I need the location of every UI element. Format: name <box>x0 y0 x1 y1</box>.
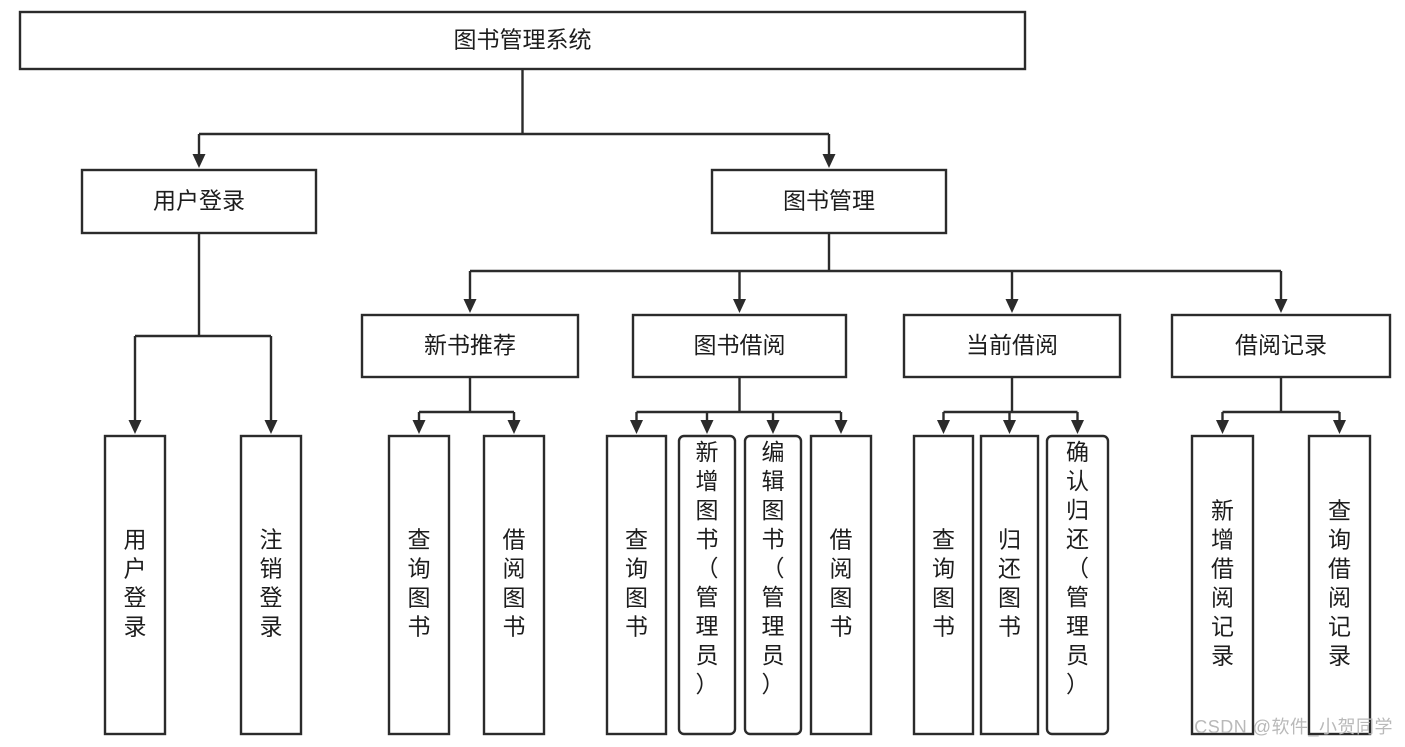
arrow-head-icon <box>1003 420 1016 434</box>
node-rect <box>809 434 873 736</box>
watermark-text: CSDN @软件_小贺同学 <box>1194 717 1393 737</box>
node-rect <box>239 434 303 736</box>
arrow-head-icon <box>1333 420 1346 434</box>
arrow-head-icon <box>264 420 278 434</box>
node-book-borrow[interactable]: 图书借阅 <box>631 313 848 379</box>
arrow-head-icon <box>700 420 714 434</box>
node-label: 用户登录 <box>153 188 245 214</box>
arrow-head-icon <box>766 420 780 434</box>
node-label: 图书管理 <box>783 188 875 214</box>
arrow-head-icon <box>463 299 477 313</box>
arrow-head-icon <box>507 420 521 434</box>
arrow-head-icon <box>128 420 142 434</box>
node-rect <box>360 313 580 379</box>
node-current-borrow[interactable]: 当前借阅 <box>902 313 1122 379</box>
node-rect <box>912 434 975 736</box>
arrow-head-icon <box>834 420 848 434</box>
node-rect <box>743 434 803 736</box>
node-leaf-add-record[interactable]: 新增借阅记录 <box>1190 434 1255 736</box>
node-rect <box>902 313 1122 379</box>
node-leaf-query-book-2[interactable]: 查询图书 <box>605 434 668 736</box>
node-label: 查询图书 <box>408 527 431 640</box>
node-borrow-record[interactable]: 借阅记录 <box>1170 313 1392 379</box>
node-label: 用户登录 <box>124 527 147 640</box>
arrow-head-icon <box>733 299 746 313</box>
node-label: 查询图书 <box>932 527 955 640</box>
node-leaf-user-logout[interactable]: 注销登录 <box>239 434 303 736</box>
node-rect <box>979 434 1040 736</box>
arrow-head-icon <box>1216 420 1229 434</box>
node-label: 查询图书 <box>625 527 648 640</box>
node-rect <box>1307 434 1372 736</box>
node-rect <box>387 434 451 736</box>
node-rect <box>80 168 318 235</box>
node-rect <box>710 168 948 235</box>
node-boxes: 图书管理系统用户登录图书管理新书推荐图书借阅当前借阅借阅记录用户登录注销登录查询… <box>18 10 1392 736</box>
connector-edges <box>128 69 1346 434</box>
node-leaf-query-book-1[interactable]: 查询图书 <box>387 434 451 736</box>
node-rect <box>103 434 167 736</box>
node-label: 归还图书 <box>998 527 1021 640</box>
node-leaf-edit-book[interactable]: 编辑图书（管理员） <box>743 434 803 736</box>
node-rect <box>631 313 848 379</box>
node-label: 借阅图书 <box>830 527 853 640</box>
node-label: 图书管理系统 <box>454 27 592 53</box>
node-leaf-query-book-3[interactable]: 查询图书 <box>912 434 975 736</box>
node-leaf-query-record[interactable]: 查询借阅记录 <box>1307 434 1372 736</box>
node-book-manage[interactable]: 图书管理 <box>710 168 948 235</box>
node-label: 图书借阅 <box>694 332 786 358</box>
node-label: 查询借阅记录 <box>1328 498 1351 669</box>
node-leaf-add-book[interactable]: 新增图书（管理员） <box>677 434 737 736</box>
node-new-book-recommend[interactable]: 新书推荐 <box>360 313 580 379</box>
node-rect <box>677 434 737 736</box>
node-label: 当前借阅 <box>966 332 1058 358</box>
node-label: 新书推荐 <box>424 332 516 358</box>
arrow-head-icon <box>630 420 643 434</box>
node-leaf-borrow-book-1[interactable]: 借阅图书 <box>482 434 546 736</box>
arrow-head-icon <box>1274 299 1288 313</box>
node-user-login[interactable]: 用户登录 <box>80 168 318 235</box>
node-label: 注销登录 <box>260 527 283 640</box>
node-rect <box>18 10 1027 71</box>
node-leaf-user-login[interactable]: 用户登录 <box>103 434 167 736</box>
arrow-head-icon <box>1071 420 1084 434</box>
node-label: 新增借阅记录 <box>1211 498 1234 669</box>
arrow-head-icon <box>192 154 206 168</box>
node-leaf-borrow-book-2[interactable]: 借阅图书 <box>809 434 873 736</box>
node-label: 借阅图书 <box>503 527 526 640</box>
node-rect <box>1190 434 1255 736</box>
node-label: 借阅记录 <box>1235 332 1327 358</box>
node-leaf-confirm-return[interactable]: 确认归还（管理员） <box>1045 434 1110 736</box>
node-label: 新增图书（管理员） <box>696 439 719 697</box>
arrow-head-icon <box>1005 299 1019 313</box>
node-root-book-management-system[interactable]: 图书管理系统 <box>18 10 1027 71</box>
node-rect <box>1045 434 1110 736</box>
node-rect <box>605 434 668 736</box>
node-leaf-return-book[interactable]: 归还图书 <box>979 434 1040 736</box>
node-rect <box>482 434 546 736</box>
node-rect <box>1170 313 1392 379</box>
arrow-head-icon <box>937 420 950 434</box>
arrow-head-icon <box>412 420 426 434</box>
arrow-head-icon <box>822 154 836 168</box>
node-label: 确认归还（管理员） <box>1066 439 1089 697</box>
node-label: 编辑图书（管理员） <box>762 439 785 697</box>
